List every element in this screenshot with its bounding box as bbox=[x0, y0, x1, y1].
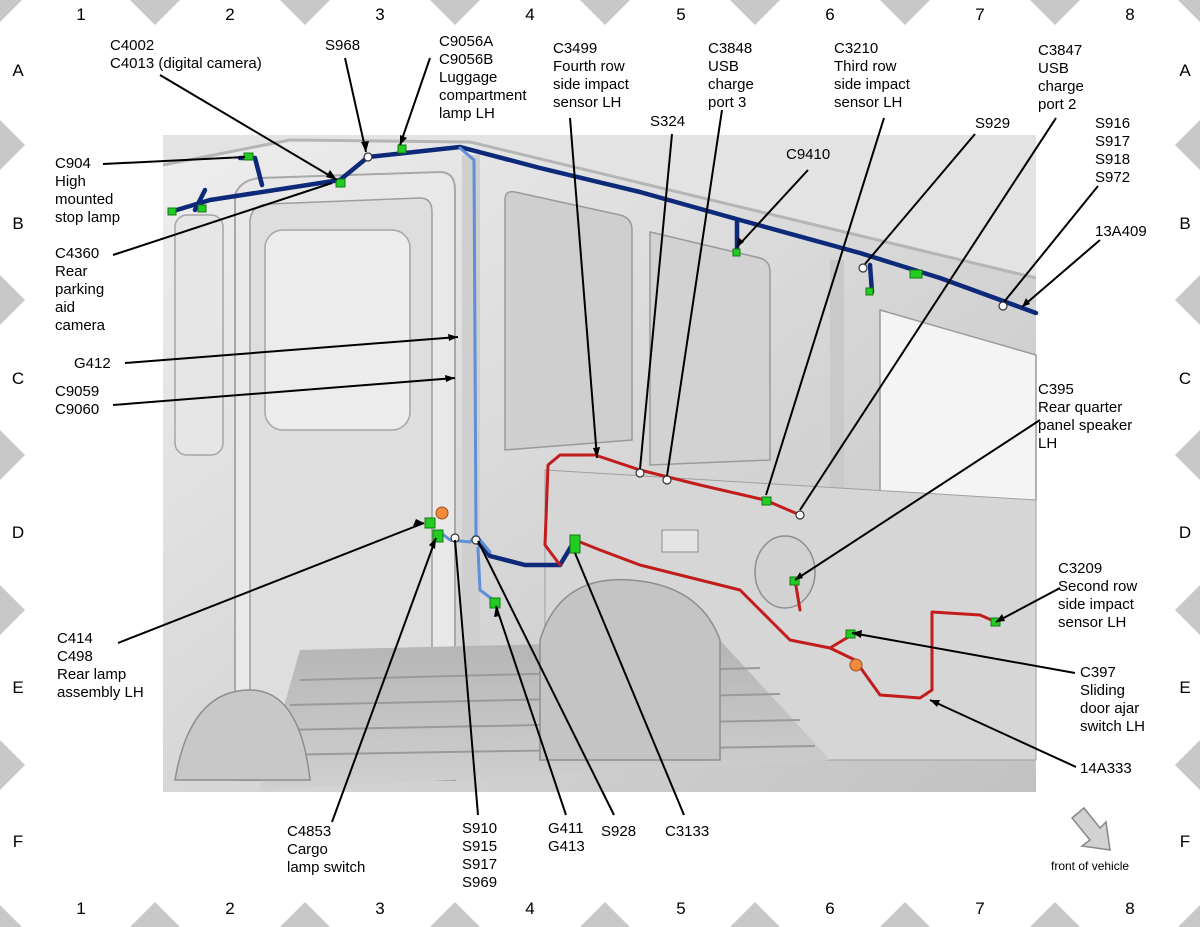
grid-col-8-bottom: 8 bbox=[1125, 899, 1135, 918]
grid-col-7-top: 7 bbox=[975, 5, 985, 24]
label-c3210: C3210 Third row side impact sensor LH bbox=[834, 40, 910, 111]
label-c3209: C3209 Second row side impact sensor LH bbox=[1058, 560, 1138, 631]
leader-lines bbox=[102, 57, 1101, 823]
grid-col-4-top: 4 bbox=[525, 5, 535, 24]
grid-col-2-top: 2 bbox=[225, 5, 235, 24]
grid-col-5-bottom: 5 bbox=[676, 899, 686, 918]
connectors bbox=[167, 144, 1001, 639]
splices bbox=[363, 152, 1008, 545]
grid-row-c-left: C bbox=[11, 369, 25, 388]
grid-row-a-left: A bbox=[12, 61, 24, 80]
label-c395: C395 Rear quarter panel speaker LH bbox=[1038, 381, 1133, 452]
grid-row-f-right: F bbox=[1179, 832, 1191, 851]
label-g411-g413: G411 G413 bbox=[548, 820, 585, 855]
label-s928: S928 bbox=[601, 823, 637, 840]
label-s910-s969: S910 S915 S917 S969 bbox=[462, 820, 498, 891]
label-14a333: 14A333 bbox=[1080, 760, 1132, 777]
grid-row-d-right: D bbox=[1178, 523, 1192, 542]
label-c4853: C4853 Cargo lamp switch bbox=[287, 823, 366, 876]
label-c9056: C9056A C9056B Luggage compartment lamp L… bbox=[439, 33, 527, 122]
grid-col-3-top: 3 bbox=[375, 5, 385, 24]
label-13a409: 13A409 bbox=[1095, 223, 1147, 240]
label-c3499: C3499 Fourth row side impact sensor LH bbox=[553, 40, 629, 111]
grid-row-d-left: D bbox=[11, 523, 25, 542]
grid-row-c-right: C bbox=[1178, 369, 1192, 388]
leader-arrowheads bbox=[326, 135, 1030, 707]
label-s916-s972: S916 S917 S918 S972 bbox=[1095, 115, 1131, 186]
grid-row-a-right: A bbox=[1179, 61, 1191, 80]
label-c4002-c4013: C4002 C4013 (digital camera) bbox=[110, 37, 262, 72]
label-c9410: C9410 bbox=[786, 146, 831, 163]
grid-col-2-bottom: 2 bbox=[225, 899, 235, 918]
label-c904: C904 High mounted stop lamp bbox=[55, 155, 121, 226]
grid-col-4-bottom: 4 bbox=[525, 899, 535, 918]
vehicle-body-illustration bbox=[162, 135, 1037, 792]
label-c3848: C3848 USB charge port 3 bbox=[708, 40, 754, 111]
grid-col-6-bottom: 6 bbox=[825, 899, 835, 918]
label-c3133: C3133 bbox=[665, 823, 710, 840]
grid-col-8-top: 8 bbox=[1125, 5, 1135, 24]
grid-row-b-right: B bbox=[1179, 214, 1191, 233]
label-c4360: C4360 Rear parking aid camera bbox=[55, 245, 106, 334]
grid-col-1-top: 1 bbox=[76, 5, 86, 24]
grid-row-b-left: B bbox=[12, 214, 24, 233]
orange-connectors bbox=[435, 506, 863, 672]
grid-row-e-left: E bbox=[12, 678, 24, 697]
label-s324: S324 bbox=[650, 113, 686, 130]
label-c9059-c9060: C9059 C9060 bbox=[55, 383, 100, 418]
front-of-vehicle-arrow-icon bbox=[1070, 806, 1111, 851]
grid-col-6-top: 6 bbox=[825, 5, 835, 24]
label-c3847: C3847 USB charge port 2 bbox=[1038, 42, 1084, 113]
label-c414-c498: C414 C498 Rear lamp assembly LH bbox=[57, 630, 144, 701]
grid-col-5-top: 5 bbox=[676, 5, 686, 24]
grid-col-1-bottom: 1 bbox=[76, 899, 86, 918]
front-of-vehicle-label: front of vehicle bbox=[1051, 859, 1130, 873]
grid-col-7-bottom: 7 bbox=[975, 899, 985, 918]
grid-col-3-bottom: 3 bbox=[375, 899, 385, 918]
grid-row-f-left: F bbox=[12, 832, 24, 851]
label-s929: S929 bbox=[975, 115, 1011, 132]
label-s968: S968 bbox=[325, 37, 361, 54]
label-c397: C397 Sliding door ajar switch LH bbox=[1080, 664, 1146, 735]
label-g412: G412 bbox=[74, 355, 111, 372]
grid-row-e-right: E bbox=[1179, 678, 1191, 697]
